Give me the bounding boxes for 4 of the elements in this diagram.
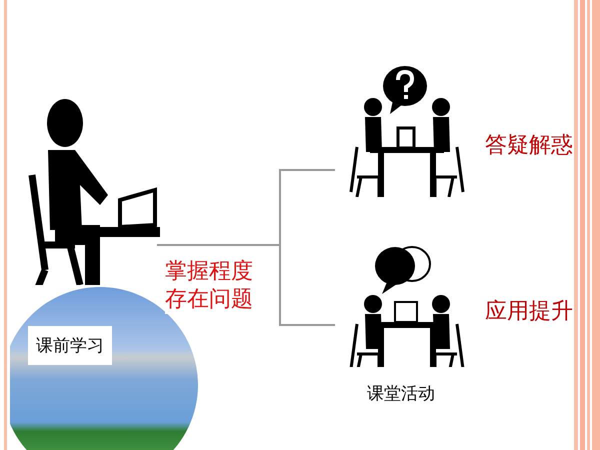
node-label: 应用提升 <box>485 298 573 326</box>
node-label: 答疑解惑 <box>485 132 573 160</box>
label-box: 课前学习 <box>28 326 112 365</box>
connector <box>157 244 335 326</box>
